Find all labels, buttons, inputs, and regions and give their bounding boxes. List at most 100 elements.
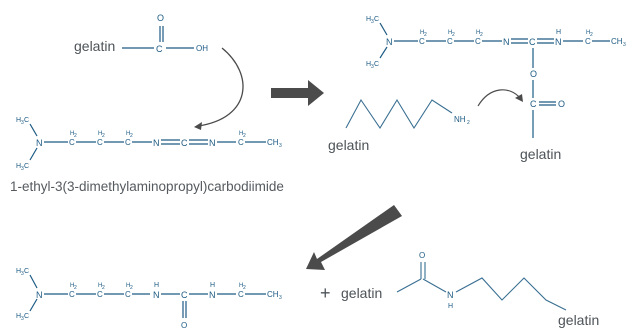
arrow-head — [515, 94, 523, 102]
oxygen-atom: O — [419, 251, 425, 260]
methyl-group: CH — [267, 138, 279, 147]
hydroxyl-group: OH — [196, 44, 208, 53]
nitrogen-atom: N — [555, 37, 562, 47]
h2-sub: 2 — [480, 32, 483, 38]
h2-label: H — [126, 131, 130, 137]
methyl-sub: 3 — [21, 166, 24, 172]
methyl-sub: 3 — [21, 120, 24, 126]
plus-sign: + — [320, 283, 331, 303]
oxygen-atom: O — [530, 69, 537, 79]
carbon-atom: C — [97, 138, 103, 147]
methyl-c: C — [24, 163, 29, 170]
h2-sub: 2 — [424, 32, 427, 38]
carbon-atom: C — [419, 37, 425, 46]
h2-label: H — [586, 30, 590, 36]
methyl-group: CH — [611, 37, 623, 46]
gelatin-label: gelatin — [520, 146, 561, 162]
methyl-h: H — [16, 313, 21, 320]
nitrogen-atom: N — [503, 37, 510, 47]
amine-sub: 2 — [467, 120, 470, 126]
carbon-atom: C — [125, 138, 131, 147]
methyl-sub: 3 — [21, 316, 24, 322]
methyl-h: H — [366, 61, 371, 68]
methyl-h: H — [16, 117, 21, 124]
carbon-atom: C — [530, 99, 537, 109]
bond — [396, 278, 422, 293]
methyl-c: C — [374, 61, 379, 68]
carbon-atom: C — [475, 37, 481, 46]
gelatin-label: gelatin — [328, 137, 369, 153]
methyl-c: C — [24, 313, 29, 320]
nitrogen-atom: N — [153, 290, 160, 300]
gelatin-chain — [455, 277, 567, 311]
ch3-sub: 3 — [279, 295, 282, 301]
nitrogen-atom: N — [36, 290, 43, 300]
h2-sub: 2 — [102, 133, 105, 139]
h2-sub: 2 — [130, 133, 133, 139]
oxygen-atom: O — [181, 321, 187, 330]
reaction-arrow-diagonal — [306, 205, 402, 270]
h2-label: H — [70, 283, 74, 289]
nitrogen-atom: N — [153, 138, 160, 148]
hydrogen-atom: H — [210, 282, 215, 289]
h2-label: H — [239, 131, 243, 137]
nitrogen-atom: N — [36, 138, 43, 148]
carbon-atom: C — [125, 290, 131, 299]
gelatin-label: gelatin — [341, 285, 382, 301]
o-acylisourea-intermediate: H 3 C H 3 C N H 2 C H 2 C H 2 C N C H N … — [366, 16, 626, 162]
edc-molecule: H 3 C H 3 C N H 2 C H 2 C H 2 C N C N H … — [16, 117, 282, 172]
curved-arrow — [197, 47, 244, 127]
oxygen-atom: O — [157, 13, 164, 23]
gelatin-label: gelatin — [74, 38, 115, 54]
methyl-h: H — [16, 163, 21, 170]
h2-sub: 2 — [102, 285, 105, 291]
bond — [29, 298, 38, 312]
hydrogen-atom: H — [154, 282, 159, 289]
oxygen-atom: O — [558, 99, 565, 109]
h2-sub: 2 — [243, 285, 246, 291]
carbon-atom: C — [238, 290, 244, 299]
bond — [29, 274, 38, 289]
ch3-sub: 3 — [279, 143, 282, 149]
ch3-sub: 3 — [623, 42, 626, 48]
gelatin-carboxylic-acid: gelatin C O OH — [74, 13, 208, 54]
methyl-sub: 3 — [371, 64, 374, 70]
nitrogen-atom: N — [447, 290, 454, 300]
isourea-byproduct: H 3 C H 3 C N H 2 C H 2 C H 2 C H N C H … — [16, 268, 282, 330]
gelatin-label: gelatin — [558, 312, 599, 328]
carbon-atom: C — [181, 138, 188, 148]
carbon-atom: C — [181, 290, 188, 300]
carbon-atom: C — [97, 290, 103, 299]
methyl-c: C — [24, 268, 29, 275]
carbon-atom: C — [585, 37, 591, 46]
h2-label: H — [98, 131, 102, 137]
crosslinked-gelatin-amide: gelatin O N H gelatin — [341, 251, 599, 328]
curved-arrow — [477, 89, 521, 107]
methyl-sub: 3 — [371, 19, 374, 25]
bond — [29, 147, 38, 161]
carbon-atom: C — [238, 138, 244, 147]
gelatin-chain — [345, 98, 453, 130]
hydrogen-atom: H — [448, 303, 453, 310]
carbon-atom: C — [529, 37, 536, 47]
h2-label: H — [70, 131, 74, 137]
methyl-group: CH — [267, 290, 279, 299]
h2-label: H — [476, 30, 480, 36]
amine-group: NH — [454, 115, 466, 124]
h2-sub: 2 — [243, 133, 246, 139]
carbon-atom: C — [447, 37, 453, 46]
methyl-c: C — [374, 16, 379, 23]
nitrogen-atom: N — [209, 138, 216, 148]
bond — [422, 278, 447, 293]
methyl-c: C — [24, 117, 29, 124]
bond — [29, 123, 38, 137]
h2-label: H — [126, 283, 130, 289]
carbon-atom: C — [156, 44, 163, 54]
methyl-h: H — [16, 268, 21, 275]
bond — [379, 22, 388, 36]
reagent-name: 1-ethyl-3(3-dimethylaminopropyl)carbodii… — [10, 179, 284, 194]
reaction-arrow-right — [271, 80, 324, 106]
h2-label: H — [98, 283, 102, 289]
